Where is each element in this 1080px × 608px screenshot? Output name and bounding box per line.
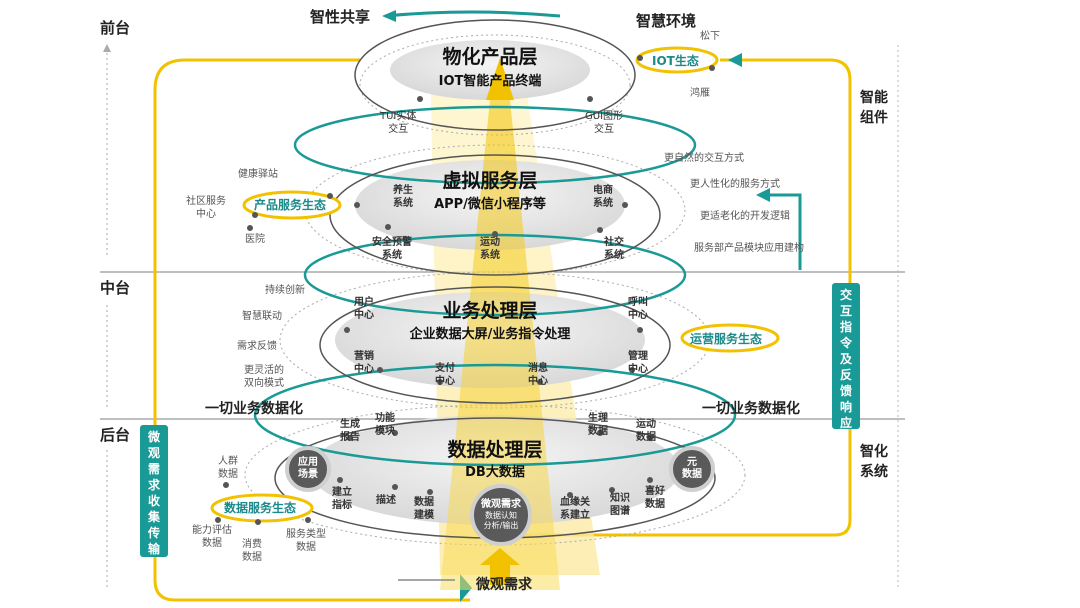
node-anquan: 安全预警 系统 [372, 236, 412, 262]
circle-micro-label: 微观需求 [481, 499, 521, 511]
eco-iot-label: IOT生态 [652, 52, 699, 69]
note-feedback: 需求反馈 [237, 340, 277, 353]
node-user-center: 用户 中心 [354, 296, 374, 322]
box-collect: 微观需求收集传输 [140, 425, 168, 557]
product-community-center: 社区服务 中心 [186, 195, 226, 221]
product-health-station: 健康驿站 [238, 168, 278, 181]
data-ability: 能力评估 数据 [192, 524, 232, 550]
data-service-type: 服务类型 数据 [286, 528, 326, 554]
box-collect-text: 微观需求收集传输 [147, 429, 161, 557]
layer-data-subtitle: DB大数据 [425, 461, 565, 480]
label-digitize-right: 一切业务数据化 [702, 398, 800, 418]
layer-business-subtitle: 企业数据大屏/业务指令处理 [385, 323, 595, 342]
node-sport: 运动 数据 [636, 418, 656, 444]
node-index: 建立 指标 [332, 486, 352, 512]
node-call-center: 呼叫 中心 [628, 296, 648, 322]
circle-meta-data: 元 数据 [669, 446, 715, 492]
label-smart-component: 智能 组件 [860, 88, 888, 128]
node-report: 生成 报告 [340, 418, 360, 444]
layer-physical-subtitle: IOT智能产品终端 [420, 70, 560, 89]
node-mgmt-center: 管理 中心 [628, 350, 648, 376]
circle-app-scene: 应用 场景 [285, 446, 331, 492]
layer-physical-title: 物化产品层 [420, 42, 560, 69]
note-humanized-service: 更人性化的服务方式 [690, 178, 780, 191]
box-feedback: 交互指令及反馈响应 [832, 283, 860, 429]
tier-middle: 中台 [100, 277, 130, 298]
circle-micro-sub: 数据认知 分析/输出 [484, 511, 519, 531]
node-shejiao: 社交 系统 [604, 236, 624, 262]
layer-business-title: 业务处理层 [420, 296, 560, 323]
data-consumption: 消费 数据 [242, 538, 262, 564]
data-crowd: 人群 数据 [218, 455, 238, 481]
note-natural-interaction: 更自然的交互方式 [664, 152, 744, 165]
label-smart-system: 智化 系统 [860, 442, 888, 482]
node-describe: 描述 [376, 494, 396, 507]
tier-back: 后台 [100, 424, 130, 445]
tier-front: 前台 [100, 17, 130, 38]
note-smart-linkage: 智慧联动 [242, 310, 282, 323]
arrow-share [382, 10, 396, 22]
node-relation: 血缘关 系建立 [560, 496, 590, 522]
node-dianshang: 电商 系统 [593, 184, 613, 210]
node-msg-center: 消息 中心 [528, 362, 548, 388]
eco-data-label: 数据服务生态 [224, 499, 296, 516]
note-bidirectional: 更灵活的 双向模式 [244, 364, 284, 390]
note-innovation: 持续创新 [265, 284, 305, 297]
node-physio: 生理 数据 [588, 412, 608, 438]
product-hospital: 医院 [245, 233, 265, 246]
note-age-friendly: 更适老化的开发逻辑 [700, 210, 790, 223]
iot-panasonic: 松下 [700, 30, 720, 43]
eco-product-label: 产品服务生态 [254, 196, 326, 213]
note-module-build: 服务部产品模块应用建构 [694, 242, 804, 255]
label-digitize-left: 一切业务数据化 [205, 398, 303, 418]
node-function: 功能 模块 [375, 412, 395, 438]
node-gui: GUI图形 交互 [585, 110, 623, 136]
layer-data-title: 数据处理层 [425, 435, 565, 462]
node-yundong: 运动 系统 [480, 236, 500, 262]
node-model: 数据 建模 [414, 496, 434, 522]
node-preference: 喜好 数据 [645, 485, 665, 511]
node-tui: TUI实体 交互 [380, 110, 416, 136]
layer-virtual-subtitle: APP/微信小程序等 [410, 193, 570, 212]
label-smart-share: 智性共享 [310, 6, 370, 27]
label-smart-environment: 智慧环境 [636, 10, 696, 31]
eco-ops-label: 运营服务生态 [690, 330, 762, 347]
arrow-to-iot [728, 53, 742, 67]
node-sales-center: 营销 中心 [354, 350, 374, 376]
node-pay-center: 支付 中心 [435, 362, 455, 388]
iot-hongyan: 鸿雁 [690, 87, 710, 100]
node-yangsheng: 养生 系统 [393, 184, 413, 210]
circle-micro-demand: 微观需求 数据认知 分析/输出 [470, 484, 532, 546]
box-feedback-text: 交互指令及反馈响应 [839, 287, 853, 431]
label-micro-demand: 微观需求 [476, 574, 532, 594]
layer-virtual-title: 虚拟服务层 [420, 166, 560, 193]
node-graph: 知识 图谱 [610, 492, 630, 518]
